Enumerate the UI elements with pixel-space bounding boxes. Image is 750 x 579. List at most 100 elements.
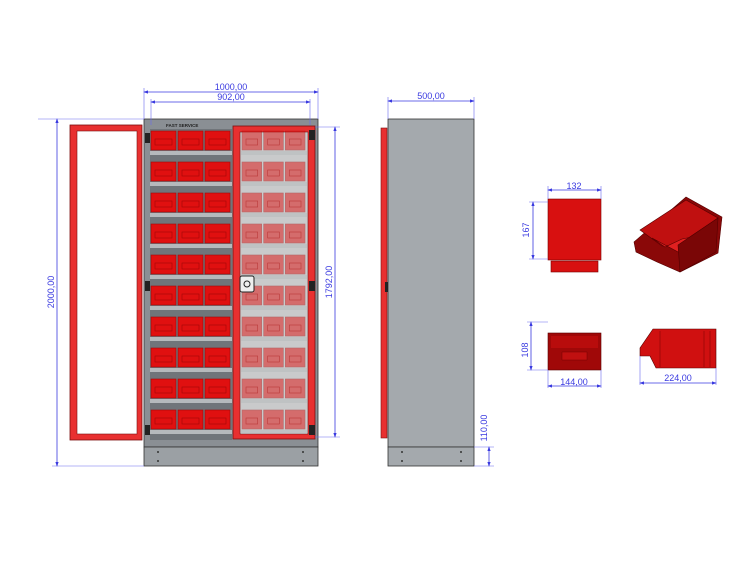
shelf xyxy=(150,337,232,341)
bin-label-slot xyxy=(208,417,227,425)
shelf xyxy=(241,337,307,341)
shelf xyxy=(150,430,232,434)
bin-label-slot xyxy=(208,200,227,208)
storage-bin xyxy=(285,347,306,368)
shelf xyxy=(241,213,307,217)
storage-bin xyxy=(241,347,262,368)
storage-bin xyxy=(263,223,284,244)
hinge-icon xyxy=(309,281,315,291)
bin-label-slot xyxy=(181,138,200,146)
bin-label-slot xyxy=(154,386,173,394)
dimension-overall-width: 1000,00 xyxy=(143,82,319,119)
bin-label-slot xyxy=(245,231,258,239)
bin-label-slot xyxy=(181,200,200,208)
bin-label-slot xyxy=(289,324,302,332)
bin-label-slot xyxy=(154,293,173,301)
dimension-base-height: 110,00 xyxy=(474,415,494,467)
bin-label-slot xyxy=(208,231,227,239)
shelf xyxy=(150,275,232,279)
shelf xyxy=(241,275,307,279)
bin-label-slot xyxy=(208,138,227,146)
bin-label-slot xyxy=(245,386,258,394)
bin-label-slot xyxy=(181,293,200,301)
svg-text:132: 132 xyxy=(566,181,581,191)
bin-label-slot xyxy=(181,417,200,425)
hinge-icon xyxy=(309,425,315,435)
dimension-inner-width: 902,00 xyxy=(150,92,311,125)
storage-bin xyxy=(241,130,262,151)
bin-label-slot xyxy=(208,324,227,332)
closed-right-door xyxy=(145,125,316,440)
bin-label-slot xyxy=(267,324,280,332)
cabinet-front-view: FAST SERVICE xyxy=(69,118,319,467)
shelf xyxy=(150,306,232,310)
bin-label-slot xyxy=(289,231,302,239)
storage-bin xyxy=(241,192,262,213)
dimension-overall-height: 2000,00 xyxy=(38,118,144,467)
storage-bin xyxy=(241,223,262,244)
storage-bin xyxy=(285,130,306,151)
cabinet-side-view xyxy=(380,118,475,467)
shelf xyxy=(150,368,232,372)
hinge-icon xyxy=(145,133,150,143)
bin-label-slot xyxy=(245,355,258,363)
bin-isometric-view xyxy=(633,196,723,273)
storage-bin xyxy=(285,378,306,399)
storage-bin xyxy=(263,347,284,368)
bin-label-slot xyxy=(154,324,173,332)
bin-label-slot xyxy=(208,293,227,301)
storage-bin xyxy=(285,254,306,275)
bin-label-slot xyxy=(181,169,200,177)
bin-label-slot xyxy=(245,293,258,301)
svg-text:167: 167 xyxy=(521,222,531,237)
bin-label-slot xyxy=(267,355,280,363)
storage-bin xyxy=(285,285,306,306)
bin-label-slot xyxy=(181,231,200,239)
bin-label-slot xyxy=(245,200,258,208)
dimension-depth: 500,00 xyxy=(387,91,475,119)
svg-text:144,00: 144,00 xyxy=(560,377,588,387)
bin-label-slot xyxy=(181,386,200,394)
svg-text:902,00: 902,00 xyxy=(217,92,245,102)
bin-label-slot xyxy=(267,231,280,239)
bin-label-slot xyxy=(208,386,227,394)
bin-front-view: 108 144,00 xyxy=(520,321,602,388)
shelf xyxy=(241,151,307,155)
shelf xyxy=(150,151,232,155)
storage-bin xyxy=(241,161,262,182)
bin-label-slot xyxy=(245,262,258,270)
shelf xyxy=(241,244,307,248)
bin-label-slot xyxy=(154,417,173,425)
bin-label-slot xyxy=(245,324,258,332)
bin-label-slot xyxy=(267,417,280,425)
bin-label-slot xyxy=(267,293,280,301)
storage-bin xyxy=(285,192,306,213)
bin-label-slot xyxy=(267,169,280,177)
shelf xyxy=(241,368,307,372)
storage-bin xyxy=(241,316,262,337)
svg-text:108: 108 xyxy=(520,342,530,357)
shelf xyxy=(241,306,307,310)
bin-label-slot xyxy=(154,262,173,270)
bin-label-slot xyxy=(267,262,280,270)
shelf xyxy=(150,399,232,403)
bin-side-view: 224,00 xyxy=(639,328,717,385)
storage-bin xyxy=(263,285,284,306)
bin-label-slot xyxy=(208,169,227,177)
logo-text: FAST SERVICE xyxy=(166,123,198,128)
bin-label-slot xyxy=(154,200,173,208)
storage-bin xyxy=(263,130,284,151)
svg-text:1792,00: 1792,00 xyxy=(324,266,334,299)
right-bin-grid xyxy=(241,130,307,434)
dimension-door-height: 1792,00 xyxy=(315,126,340,438)
shelf xyxy=(241,182,307,186)
bin-label-slot xyxy=(245,138,258,146)
storage-bin xyxy=(285,409,306,430)
bin-label-slot xyxy=(289,138,302,146)
svg-text:2000,00: 2000,00 xyxy=(46,276,56,309)
shelf xyxy=(150,213,232,217)
left-bin-grid xyxy=(150,130,232,434)
storage-bin xyxy=(263,378,284,399)
shelf xyxy=(150,244,232,248)
